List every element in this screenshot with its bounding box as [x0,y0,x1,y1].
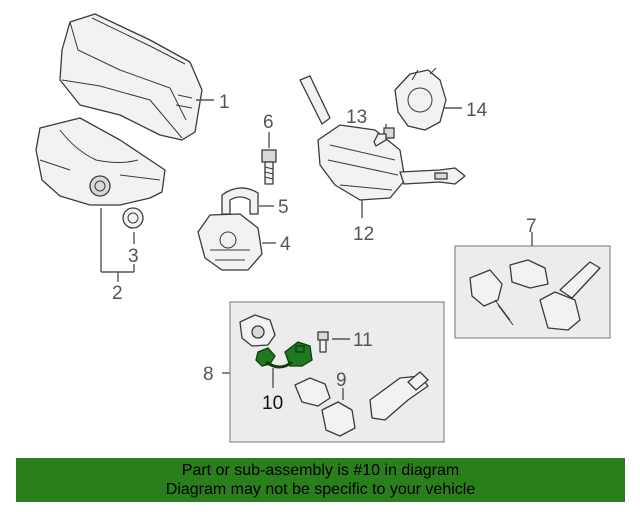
part-3-grommet [122,207,144,229]
callout-12: 12 [353,224,374,245]
callout-10: 10 [262,393,283,414]
callout-5: 5 [278,197,289,218]
callout-8: 8 [203,364,214,385]
callout-3: 3 [128,246,139,267]
part-12-combination-switch [299,75,466,201]
callout-13: 13 [346,107,367,128]
callout-7: 7 [526,216,537,237]
part-14-clock-spring [394,67,447,131]
banner-line-2: Diagram may not be specific to your vehi… [165,481,476,498]
callout-6: 6 [263,112,274,133]
part-4-lock-housing [197,213,263,271]
banner-line-1: Part or sub-assembly is #10 in diagram [181,462,460,479]
group-box-8 [229,301,445,443]
callout-9: 9 [336,370,347,391]
part-6-bolt [261,149,277,185]
group-box-7 [454,245,611,339]
callout-2: 2 [112,283,123,304]
callout-1: 1 [219,92,230,113]
info-banner: Part or sub-assembly is #10 in diagram D… [16,458,625,502]
callout-4: 4 [280,234,291,255]
part-5-clamp [221,187,259,215]
callout-14: 14 [466,100,488,121]
part-2-lower-shroud [35,117,166,206]
part-10-harness-highlighted [255,341,313,369]
part-11-screw [317,331,329,353]
part-13-screw [373,127,395,147]
callout-11: 11 [353,330,373,351]
part-1-upper-shroud [59,13,203,141]
